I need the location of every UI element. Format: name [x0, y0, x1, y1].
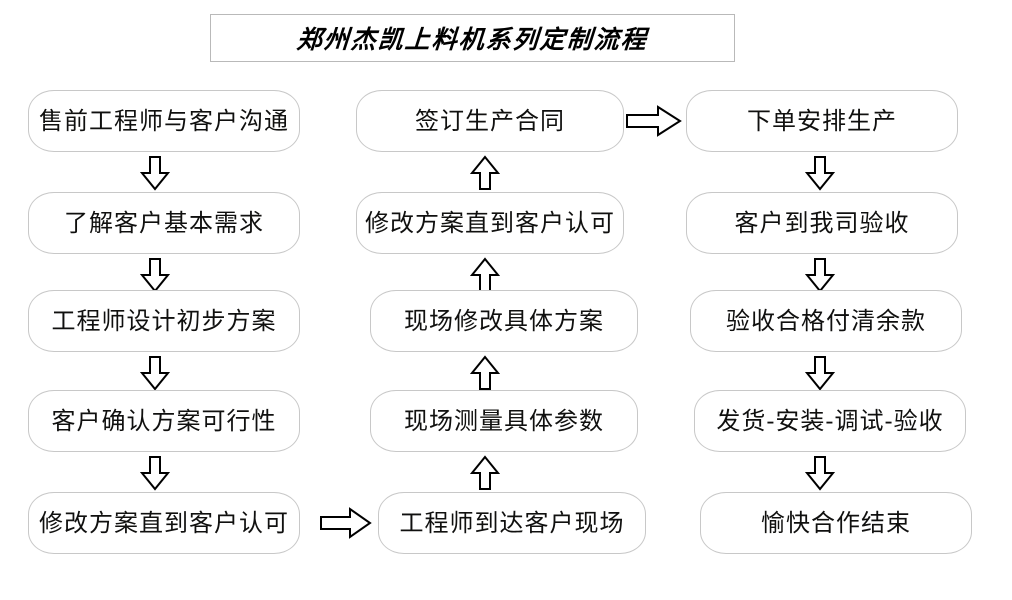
arrow-down-icon: [139, 356, 171, 391]
flow-node-engineer-arrives-onsite[interactable]: 工程师到达客户现场: [378, 492, 646, 554]
arrow-down-icon: [804, 456, 836, 491]
arrow-up-icon: [469, 355, 501, 390]
flow-node-label: 修改方案直到客户认可: [365, 209, 615, 237]
flow-node-label: 售前工程师与客户沟通: [39, 107, 289, 135]
flow-node-ship-install-commission-accept[interactable]: 发货-安装-调试-验收: [694, 390, 966, 452]
flow-node-customer-inspection-at-our-company[interactable]: 客户到我司验收: [686, 192, 958, 254]
flow-node-label: 客户到我司验收: [734, 209, 910, 237]
flow-node-place-order-arrange-production[interactable]: 下单安排生产: [686, 90, 958, 152]
flow-node-label: 现场测量具体参数: [404, 407, 604, 435]
flow-node-label: 工程师设计初步方案: [51, 307, 277, 335]
arrow-right-icon: [320, 506, 372, 540]
flow-node-revise-until-approved-col2[interactable]: 修改方案直到客户认可: [356, 192, 624, 254]
page-title: 郑州杰凯上料机系列定制流程: [295, 25, 649, 54]
arrow-down-icon: [804, 156, 836, 191]
flow-node-label: 了解客户基本需求: [64, 209, 264, 237]
flow-node-label: 客户确认方案可行性: [51, 407, 277, 435]
flow-node-understand-customer-needs[interactable]: 了解客户基本需求: [28, 192, 300, 254]
flow-node-label: 修改方案直到客户认可: [39, 509, 289, 537]
arrow-down-icon: [804, 356, 836, 391]
arrow-down-icon: [804, 258, 836, 293]
flow-node-sign-production-contract[interactable]: 签订生产合同: [356, 90, 624, 152]
flow-node-label: 验收合格付清余款: [726, 307, 926, 335]
chart-title-box: 郑州杰凯上料机系列定制流程: [210, 14, 735, 62]
arrow-up-icon: [469, 455, 501, 490]
flow-node-sales-engineer-communication[interactable]: 售前工程师与客户沟通: [28, 90, 300, 152]
arrow-up-icon: [469, 257, 501, 292]
flow-node-label: 签订生产合同: [415, 107, 565, 135]
arrow-down-icon: [139, 456, 171, 491]
flow-node-customer-confirm-feasibility[interactable]: 客户确认方案可行性: [28, 390, 300, 452]
flow-node-label: 现场修改具体方案: [404, 307, 604, 335]
arrow-down-icon: [139, 156, 171, 191]
flow-node-revise-until-approved-col1[interactable]: 修改方案直到客户认可: [28, 492, 300, 554]
flow-node-label: 发货-安装-调试-验收: [716, 407, 944, 435]
flow-node-onsite-measure-parameters[interactable]: 现场测量具体参数: [370, 390, 638, 452]
flow-node-onsite-revise-plan[interactable]: 现场修改具体方案: [370, 290, 638, 352]
arrow-right-icon: [626, 104, 682, 138]
flow-node-pay-balance-after-acceptance[interactable]: 验收合格付清余款: [690, 290, 962, 352]
flow-node-label: 下单安排生产: [747, 107, 897, 135]
flow-node-engineer-preliminary-design[interactable]: 工程师设计初步方案: [28, 290, 300, 352]
arrow-down-icon: [139, 258, 171, 293]
flow-node-label: 工程师到达客户现场: [399, 509, 625, 537]
flow-node-happy-cooperation-end[interactable]: 愉快合作结束: [700, 492, 972, 554]
arrow-up-icon: [469, 155, 501, 190]
flow-node-label: 愉快合作结束: [761, 509, 911, 537]
